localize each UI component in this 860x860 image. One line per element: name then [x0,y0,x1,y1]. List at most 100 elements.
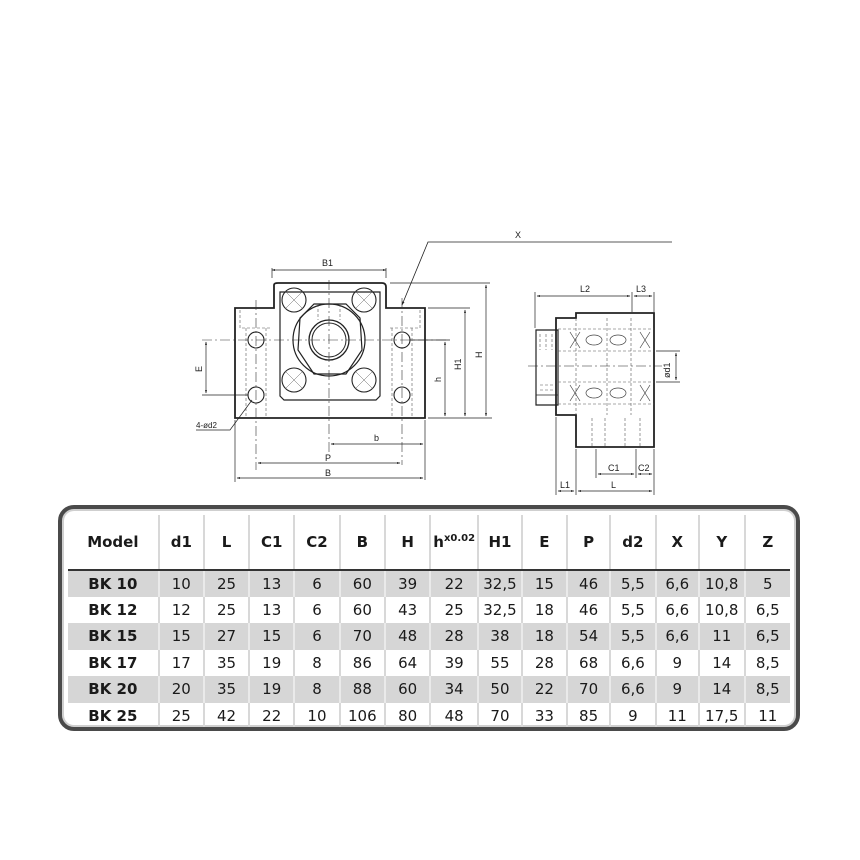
col-header-e: E [521,515,568,571]
value-cell: 88 [339,676,387,703]
value-cell: 42 [203,702,251,727]
value-cell: 60 [339,570,387,597]
label-p: P [325,453,331,463]
h-label: h [433,533,444,551]
model-cell: BK 25 [68,702,160,727]
front-view [202,280,448,470]
label-l3: L3 [636,284,646,294]
value-cell: 14 [698,649,746,676]
label-b1: B1 [322,258,333,268]
value-cell: 85 [566,702,612,727]
col-header-c2: C2 [294,515,341,571]
col-header-h-small: hx0.02 [430,515,480,571]
value-cell: 80 [385,702,432,727]
col-header-p: P [566,515,612,571]
value-cell: 19 [249,649,296,676]
value-cell: 27 [203,623,251,650]
value-cell: 25 [203,596,251,623]
value-cell: 12 [158,596,205,623]
h-tolerance: x0.02 [443,533,476,544]
technical-drawing: B1 B P b 4-ød2 E h H1 H X [194,230,680,495]
value-cell: 50 [478,676,523,703]
value-cell: 22 [521,676,568,703]
label-h: H [474,352,484,359]
side-view [528,312,662,448]
value-cell: 19 [249,676,296,703]
value-cell: 46 [566,570,612,597]
value-cell: 5,5 [610,596,657,623]
value-cell: 8 [294,676,341,703]
spec-table-frame: Model d1 L C1 C2 B H hx0.02 H1 E P d2 X … [58,505,800,731]
value-cell: 28 [430,623,480,650]
value-cell: 6,6 [655,596,700,623]
value-cell: 17,5 [698,702,746,727]
col-header-h: H [385,515,432,571]
side-view-dimensions [534,292,680,495]
label-c1: C1 [608,463,620,473]
label-e: E [194,366,204,372]
value-cell: 9 [655,676,700,703]
value-cell: 11 [655,702,700,727]
value-cell: 8,5 [755,680,780,699]
value-cell: 18 [521,596,568,623]
value-cell: 34 [430,676,480,703]
value-cell: 6,6 [610,649,657,676]
model-cell: BK 15 [68,623,160,650]
value-cell: 35 [203,676,251,703]
model-cell: BK 10 [68,570,160,597]
value-cell: 25 [203,570,251,597]
value-cell: 35 [203,649,251,676]
label-x: X [515,230,521,240]
value-cell: 25 [158,702,205,727]
model-cell: BK 12 [68,596,160,623]
col-header-x: X [655,515,700,571]
value-cell: 8,5 [755,653,780,672]
value-cell: 64 [385,649,432,676]
table-header-row: Model d1 L C1 C2 B H hx0.02 H1 E P d2 X … [68,515,790,571]
col-header-d1: d1 [158,515,205,571]
value-cell: 6 [294,596,341,623]
value-cell: 22 [249,702,296,727]
value-cell: 48 [430,702,480,727]
value-cell: 17 [158,649,205,676]
value-cell: 13 [249,596,296,623]
model-cell: BK 20 [68,676,160,703]
value-cell: 20 [158,676,205,703]
value-cell: 10 [158,570,205,597]
value-cell: 10,8 [698,570,746,597]
value-cell: 5 [763,574,773,593]
value-cell: 15 [521,570,568,597]
value-cell: 13 [249,570,296,597]
value-cell: 5,5 [610,623,657,650]
value-cell: 6,5 [755,600,780,619]
value-cell: 43 [385,596,432,623]
value-cell: 28 [521,649,568,676]
label-c2: C2 [638,463,650,473]
value-cell: 9 [610,702,657,727]
value-cell: 10,8 [698,596,746,623]
col-header-b: B [339,515,387,571]
model-cell: BK 17 [68,649,160,676]
col-header-h1: H1 [478,515,523,571]
value-cell: 6,6 [610,676,657,703]
label-l1: L1 [560,480,570,490]
col-header-c1: C1 [249,515,296,571]
value-cell: 22 [430,570,480,597]
label-l2: L2 [580,284,590,294]
value-cell: 6 [294,623,341,650]
value-cell: 32,5 [478,596,523,623]
value-cell: 48 [385,623,432,650]
label-l: L [611,480,616,490]
value-cell: 6 [294,570,341,597]
col-header-y: Y [698,515,746,571]
front-view-dimensions [196,268,492,482]
value-cell: 10 [294,702,341,727]
callout-x: X [401,230,672,306]
col-header-l: L [203,515,251,571]
